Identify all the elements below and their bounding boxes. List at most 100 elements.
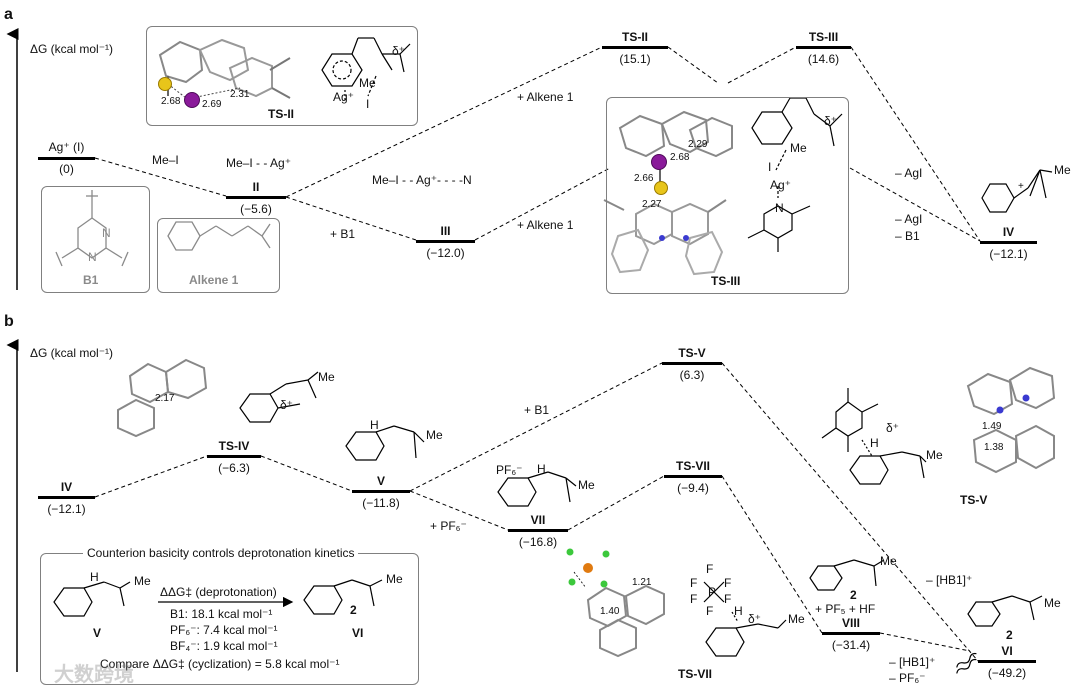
level-value-TS-III: (14.6) [807,52,840,66]
vi-me: Me [1044,596,1061,610]
panel-a-connectors [94,46,981,242]
inset-compare: Compare ΔΔG‡ (cyclization) = 5.8 kcal mo… [100,657,340,671]
level-name-TS-VII: TS-VII [675,459,710,473]
panel-b-connectors [94,362,979,662]
level-value-I: (0) [59,162,74,176]
level-value-TS-II: (15.1) [619,52,651,66]
ts2-chemdraw [321,37,411,100]
ts7-f-2: F [724,576,732,590]
level-line-VII [508,529,568,532]
level-value-VIII: (−31.4) [831,638,871,652]
ts3-dist-3: 2.66 [634,173,654,184]
level-name-VI: VI [1001,644,1013,658]
annot-plus-alkene-2: + Alkene 1 [517,218,574,232]
inset-row-3: BF₄⁻: 1.9 kcal mol⁻¹ [170,639,278,653]
annot-minus-hb1-2: – [HB1]⁺ [889,655,936,669]
inset-left-caption: V [93,626,102,640]
level-value-VII: (−16.8) [518,535,558,549]
ts3-box [606,97,849,294]
inset-right-num: 2 [350,603,357,617]
alkene1-caption: Alkene 1 [189,273,239,287]
v-drawing-b [345,425,425,461]
ts4-chemdraw [239,371,319,423]
level-name-TS-III: TS-III [808,30,839,44]
annot-plus-b1-b: + B1 [524,403,550,417]
annot-plus-pf5-hf: + PF₅ + HF [815,602,876,616]
ts4-structure-drawing [117,358,208,438]
ts3-chemdraw [747,97,843,252]
panel-b-label: b [4,313,14,330]
b1-box [41,186,150,293]
level-line-VIII [822,632,880,635]
ts3-i-label: I [768,160,772,174]
inset-v-drawing [53,581,131,617]
ts3-dist-2: 2.68 [670,152,690,163]
b1-caption: B1 [83,273,99,287]
ts7-f-5: F [690,592,698,606]
inset-h: H [90,570,99,584]
inset-title: Counterion basicity controls deprotonati… [83,546,359,560]
inset-me-2: Me [386,572,403,586]
level-value-VI: (−49.2) [987,666,1027,680]
ts7-f-3: F [724,592,732,606]
annot-plus-b1: + B1 [330,227,356,241]
level-line-III [416,240,475,243]
ts3-n-label: N [775,201,784,215]
level-line-V [352,490,410,493]
level-name-TS-II: TS-II [622,30,648,44]
ts5-dist-1: 1.49 [982,421,1002,432]
iodine-atom-a1 [158,77,172,91]
alkene1-drawing [167,221,271,251]
ts2-caption: TS-II [268,107,294,121]
panel-a-label: a [4,6,13,23]
level-line-TS-V [662,362,722,365]
level-line-IV-a [980,241,1037,244]
level-value-IV-b: (−12.1) [47,502,86,516]
iv-a-plus: + [1018,181,1024,192]
ts2-delta-label: δ⁺ [392,44,406,58]
ts7-f-4: F [690,576,698,590]
level-line-TS-III [796,46,851,49]
annot-minus-hb1: – [HB1]⁺ [926,573,973,587]
level-line-TS-II [602,46,668,49]
inset-row-1: B1: 18.1 kcal mol⁻¹ [170,607,273,621]
level-name-TS-V: TS-V [678,346,706,360]
ts2-dist-1: 2.68 [161,96,181,107]
vii-drawing-b [497,471,577,507]
ts3-caption: TS-III [711,274,741,288]
inset-right-caption: VI [352,626,364,640]
ts7-p: P [708,585,717,599]
level-name-IV-b: IV [60,480,73,494]
annot-plus-pf6: + PF₆⁻ [430,519,467,533]
annot-me-i-ag: Me–I - - Ag⁺ [226,156,292,170]
ts7-caption: TS-VII [678,667,713,681]
ts2-ag-label: Ag⁺ [333,90,355,104]
vi-drawing [967,595,1043,627]
level-value-TS-V: (6.3) [679,368,705,382]
ts3-ag-label: Ag⁺ [770,178,792,192]
ts5-h: H [870,436,879,450]
level-value-II: (−5.6) [240,202,272,216]
viii-me: Me [880,554,897,568]
level-value-TS-VII: (−9.4) [677,481,709,495]
ts4-delta: δ⁺ [280,398,294,412]
watermark-logo: 大数跨境 [54,664,134,686]
level-name-VII: VII [530,513,546,527]
level-line-IV-b [38,496,95,499]
ts3-dist-1: 2.29 [688,139,708,150]
ts7-delta: δ⁺ [748,612,762,626]
annot-me-i: Me–I [152,153,179,167]
ts4-dist: 2.17 [155,393,175,404]
level-line-I [38,157,95,160]
level-name-V: V [376,474,385,488]
ts7-structure-drawing [586,584,665,658]
level-name-II: II [252,180,260,194]
ts5-chemdraw [821,388,927,485]
v-h: H [370,418,379,432]
ts2-me-label: Me [359,76,376,90]
annot-minus-agi-2: – AgI [895,212,923,226]
ts7-me: Me [788,612,805,626]
ts5-delta: δ⁺ [886,421,900,435]
